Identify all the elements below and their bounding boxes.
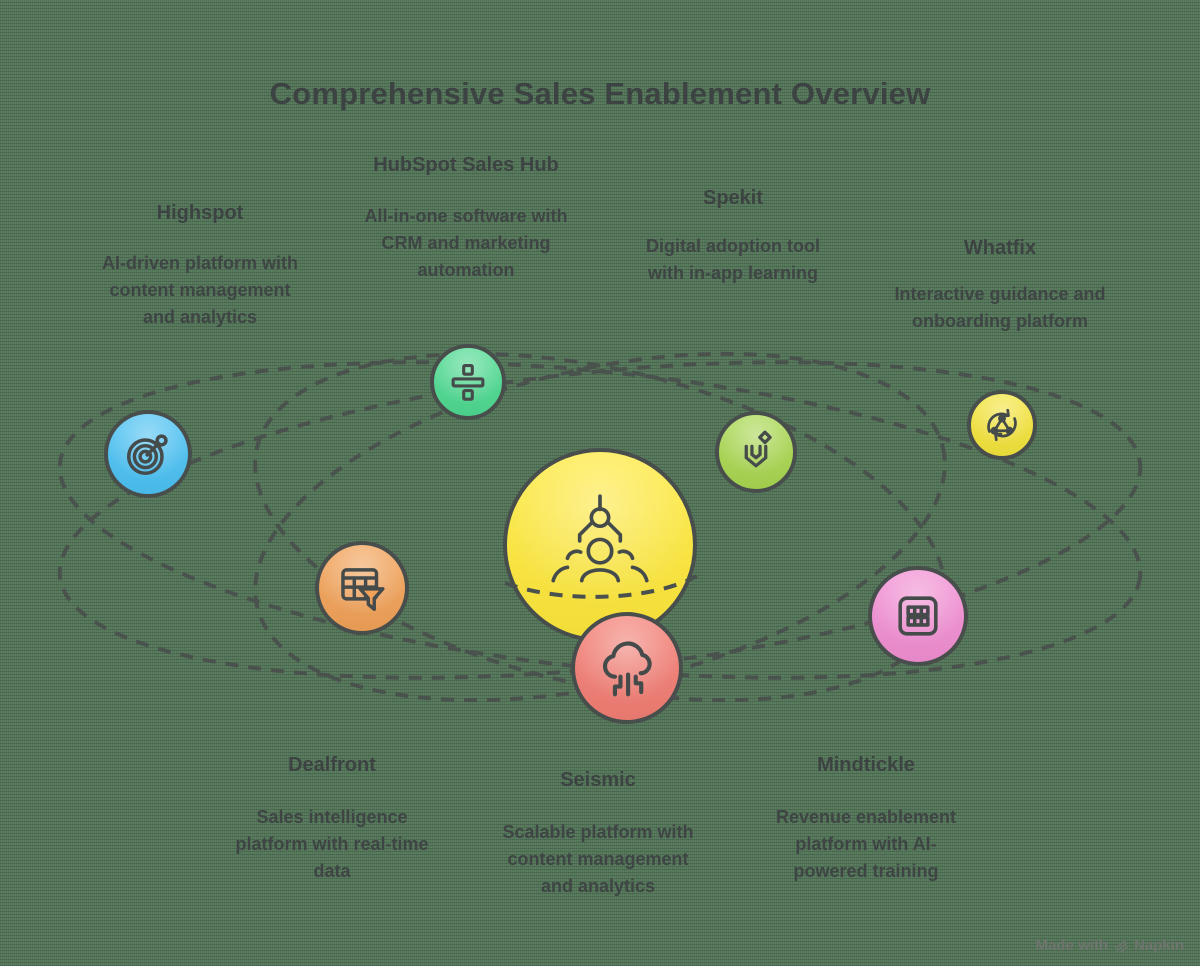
description-line: platform with AI- bbox=[795, 834, 937, 854]
cube-bracket-icon bbox=[744, 430, 772, 468]
description-line: Digital adoption tool bbox=[646, 236, 820, 256]
description-line: Scalable platform with bbox=[502, 822, 694, 842]
description-line: Revenue enablement bbox=[775, 807, 957, 827]
node-title-whatfix: Whatfix bbox=[963, 237, 1037, 259]
cloud-circuit-icon bbox=[602, 641, 652, 697]
description-line: automation bbox=[417, 260, 515, 280]
description-line: and analytics bbox=[142, 307, 258, 327]
sync-network-icon bbox=[987, 408, 1017, 442]
napkin-logo-icon bbox=[1115, 939, 1128, 953]
node-title-dealfront: Dealfront bbox=[288, 754, 376, 776]
description-line: onboarding platform bbox=[912, 311, 1088, 331]
description-line: and analytics bbox=[540, 876, 656, 896]
description-line: content management bbox=[507, 849, 689, 869]
node-seismic bbox=[571, 612, 683, 724]
node-description-seismic: Scalable platform with content managemen… bbox=[486, 819, 710, 900]
grid-matrix-icon bbox=[898, 596, 938, 636]
table-filter-icon bbox=[341, 568, 385, 612]
claw-team-icon bbox=[551, 494, 649, 583]
node-description-highspot: AI-driven platform with content manageme… bbox=[80, 250, 320, 331]
watermark-prefix: Made with bbox=[1035, 937, 1108, 954]
node-whatfix bbox=[967, 390, 1037, 460]
description-line: Interactive guidance and bbox=[894, 284, 1106, 304]
node-highspot bbox=[104, 410, 192, 498]
node-title-highspot: Highspot bbox=[156, 202, 244, 224]
node-description-dealfront: Sales intelligence platform with real-ti… bbox=[215, 804, 449, 885]
node-title-mindtickle: Mindtickle bbox=[817, 754, 915, 776]
description-line: All-in-one software with bbox=[364, 206, 568, 226]
node-dealfront bbox=[315, 541, 409, 635]
node-description-mindtickle: Revenue enablement platform with AI- pow… bbox=[761, 804, 971, 885]
description-line: platform with real-time bbox=[235, 834, 429, 854]
node-description-whatfix: Interactive guidance and onboarding plat… bbox=[877, 281, 1123, 335]
node-title-seismic: Seismic bbox=[560, 769, 636, 791]
node-description-spekit: Digital adoption tool with in-app learni… bbox=[625, 233, 841, 287]
description-line: AI-driven platform with bbox=[101, 253, 298, 273]
node-title-spekit: Spekit bbox=[702, 187, 764, 209]
division-sign-icon bbox=[451, 364, 485, 401]
node-title-hubspot: HubSpot Sales Hub bbox=[373, 154, 559, 176]
node-description-hubspot: All-in-one software with CRM and marketi… bbox=[346, 203, 586, 284]
description-line: Sales intelligence bbox=[256, 807, 408, 827]
node-mindtickle bbox=[868, 566, 968, 666]
node-spekit bbox=[715, 411, 797, 493]
watermark-brand: Napkin bbox=[1133, 937, 1184, 954]
node-central-hub bbox=[503, 448, 697, 642]
description-line: content management bbox=[109, 280, 291, 300]
target-dart-icon bbox=[127, 434, 168, 475]
made-with-napkin-watermark: Made with Napkin bbox=[1035, 937, 1184, 954]
node-hubspot bbox=[430, 344, 506, 420]
description-line: CRM and marketing bbox=[381, 233, 551, 253]
description-line: powered training bbox=[793, 861, 939, 881]
page-title: Comprehensive Sales Enablement Overview bbox=[269, 76, 931, 111]
description-line: data bbox=[313, 861, 351, 881]
description-line: with in-app learning bbox=[648, 263, 818, 283]
